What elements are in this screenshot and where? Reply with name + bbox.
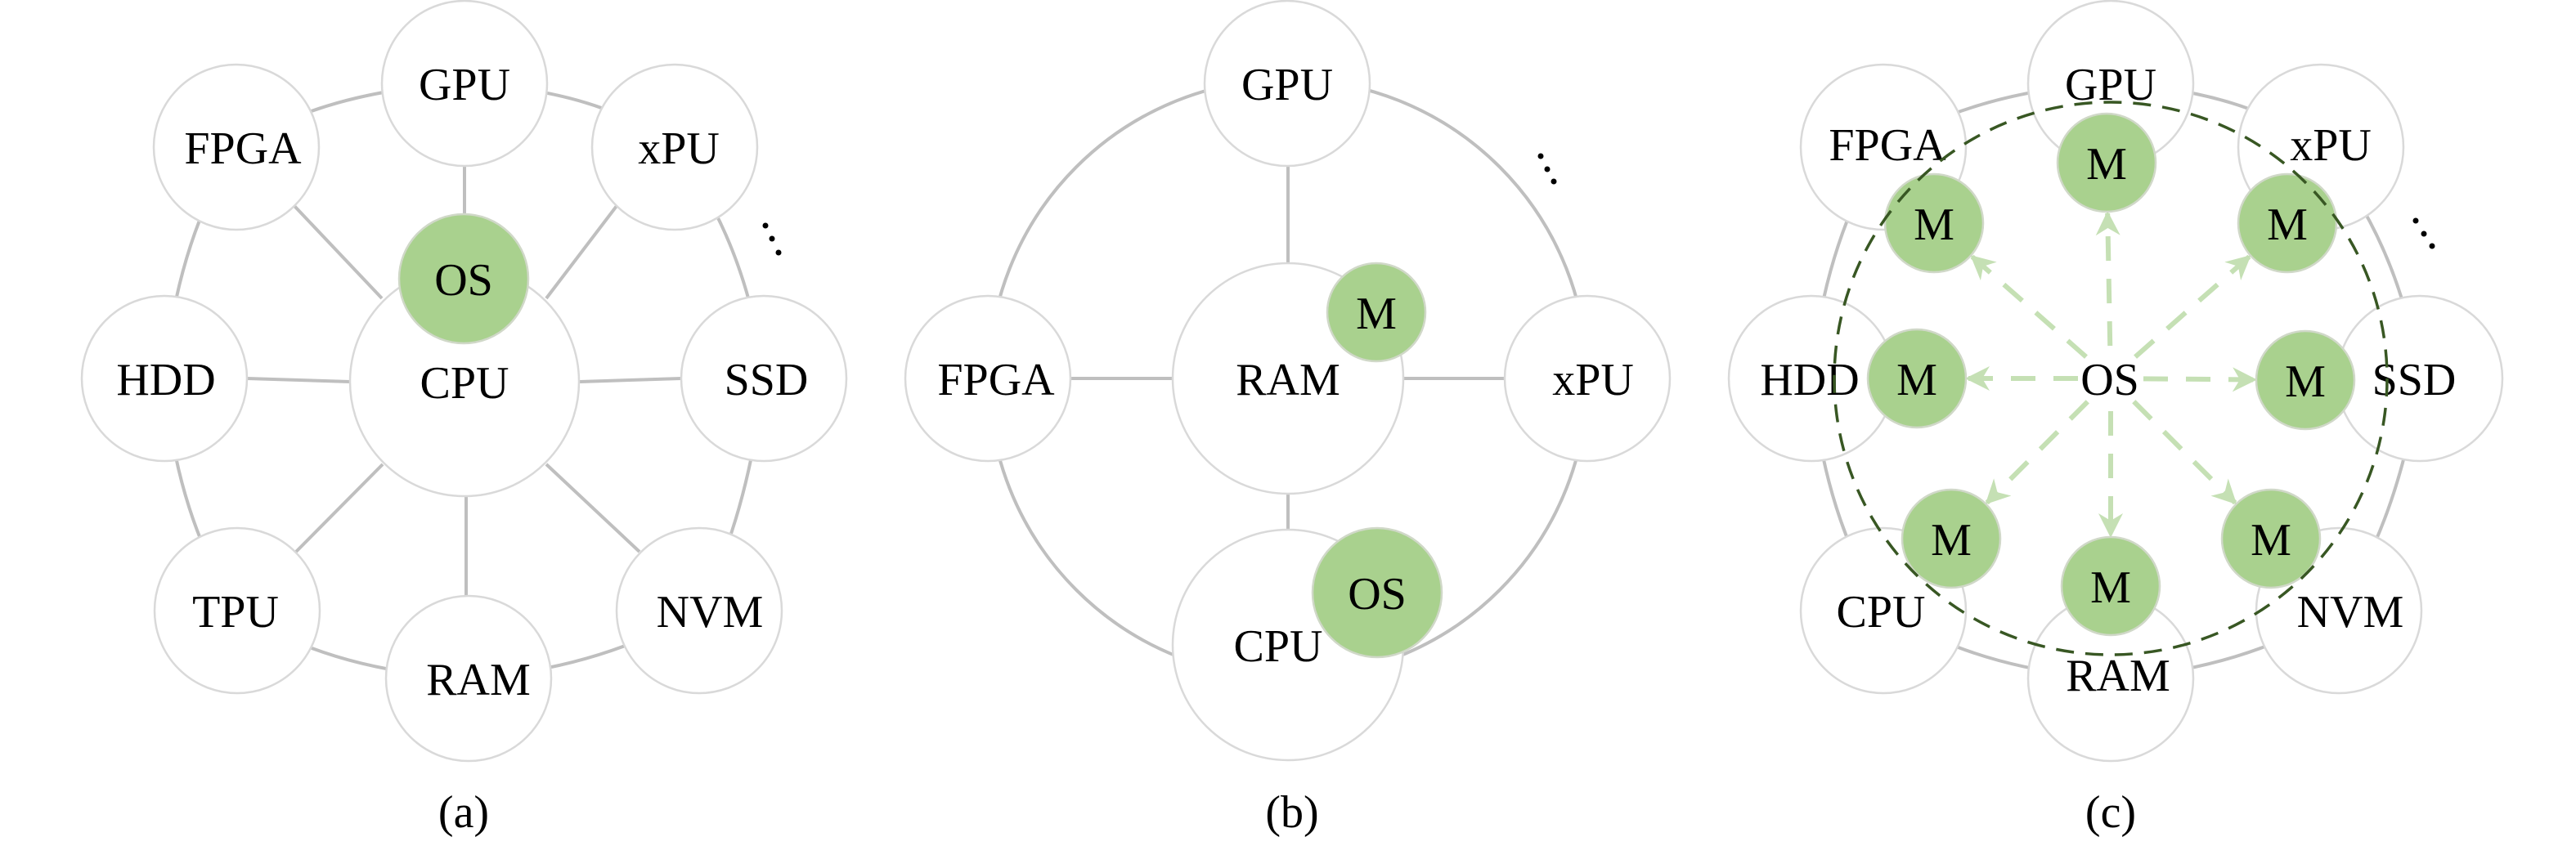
caption-b: (b): [1265, 787, 1318, 838]
modules: M M M M M M M M: [1866, 112, 2356, 637]
node-label: CPU: [1837, 587, 1926, 638]
module-circle: [2220, 488, 2322, 589]
link-cpu-hdd: [246, 377, 351, 383]
node-xpu[interactable]: xPU: [1503, 294, 1672, 463]
module-label: M: [2090, 562, 2131, 613]
node-ram[interactable]: RAM: [2026, 594, 2195, 763]
os-circle: [1311, 526, 1443, 659]
node-label: HDD: [1760, 355, 1859, 405]
module-circle: [2237, 172, 2338, 274]
node-label: GPU: [1241, 60, 1333, 110]
os-arrow: [1985, 400, 2089, 505]
module-circle: [1326, 262, 1427, 363]
node-ssd[interactable]: SSD: [2336, 294, 2504, 463]
node-gpu[interactable]: GPU: [1203, 0, 1371, 168]
link-cpu-ssd: [579, 377, 682, 383]
node-label: xPU: [1552, 355, 1634, 405]
link-cpu-nvm: [545, 463, 641, 553]
node-label: FPGA: [184, 123, 302, 174]
module-label: M: [1356, 289, 1397, 339]
node-label: NVM: [2297, 587, 2404, 638]
os-label: OS: [1348, 569, 1407, 620]
node-label: FPGA: [1829, 120, 1946, 171]
module-circle: [1866, 328, 1968, 429]
node-nvm[interactable]: NVM: [615, 526, 783, 695]
os-arrow: [1970, 254, 2088, 359]
ellipsis-icon: [2412, 217, 2435, 249]
os-arrow: [2095, 210, 2120, 347]
module-label: M: [1914, 199, 1954, 250]
module-m[interactable]: M: [2255, 329, 2356, 431]
module-label: M: [1931, 515, 1972, 566]
os-label: OS: [434, 255, 493, 306]
node-label: GPU: [419, 60, 510, 110]
os-module[interactable]: OS: [1311, 526, 1443, 659]
node-fpga[interactable]: FPGA: [152, 63, 321, 231]
node-hdd[interactable]: HDD: [80, 294, 249, 463]
module-label: M: [1896, 355, 1937, 405]
node-label: FPGA: [937, 355, 1055, 405]
module-label: M: [2251, 515, 2291, 566]
node-label: RAM: [1236, 355, 1340, 405]
panel-b: GPU xPU FPGA RAM M CPU OS (b): [904, 0, 1672, 838]
module-m[interactable]: M: [1866, 328, 1968, 429]
node-label: xPU: [2290, 120, 2372, 171]
os-boundary: [1833, 101, 2389, 656]
ellipsis-icon: [762, 222, 782, 256]
node-label: CPU: [420, 358, 509, 409]
node-label: RAM: [426, 655, 531, 705]
module-m[interactable]: M: [1901, 488, 2002, 589]
node-ram[interactable]: RAM: [384, 594, 553, 763]
module-m[interactable]: M: [1326, 262, 1427, 363]
node-ssd[interactable]: SSD: [680, 294, 848, 463]
node-label: SSD: [2372, 355, 2457, 405]
node-tpu[interactable]: TPU: [153, 526, 321, 695]
module-label: M: [2267, 199, 2308, 250]
link-cpu-tpu: [294, 463, 384, 553]
module-circle: [2060, 535, 2161, 637]
node-label: HDD: [116, 355, 215, 405]
os-arrow: [2132, 400, 2237, 505]
caption-a: (a): [438, 787, 489, 838]
link-cpu-fpga: [293, 204, 384, 300]
os-circle: [397, 213, 530, 345]
node-xpu[interactable]: xPU: [590, 63, 759, 231]
node-label: SSD: [725, 355, 809, 405]
module-label: M: [2086, 139, 2127, 190]
module-m[interactable]: M: [2056, 112, 2157, 213]
caption-c: (c): [2085, 787, 2136, 838]
os-arrow: [2134, 254, 2251, 359]
module-m[interactable]: M: [2237, 172, 2338, 274]
module-circle: [2255, 329, 2356, 431]
node-label: CPU: [1234, 621, 1323, 672]
node-label: RAM: [2066, 651, 2170, 701]
node-fpga[interactable]: FPGA: [904, 294, 1072, 463]
module-m[interactable]: M: [1883, 172, 1985, 274]
module-circle: [2056, 112, 2157, 213]
node-label: TPU: [192, 587, 279, 638]
module-m[interactable]: M: [2060, 535, 2161, 637]
node-gpu[interactable]: GPU: [2026, 0, 2195, 168]
module-m[interactable]: M: [2220, 488, 2322, 589]
node-cpu-center[interactable]: CPU: [348, 266, 581, 498]
node-label: NVM: [657, 587, 764, 638]
panel-a: GPU xPU SSD NVM RAM TPU HDD FPGA CPU OS …: [80, 0, 848, 838]
node-label: xPU: [638, 123, 720, 174]
module-label: M: [2285, 356, 2326, 407]
module-circle: [1883, 172, 1985, 274]
os-arrow: [2143, 367, 2258, 392]
module-circle: [1901, 488, 2002, 589]
panel-c: GPU xPU SSD NVM RAM CPU HDD FPGA MMMMMMM…: [1727, 0, 2504, 838]
node-gpu[interactable]: GPU: [380, 0, 549, 168]
link-cpu-xpu: [545, 204, 618, 300]
os-module[interactable]: OS: [397, 213, 530, 345]
ellipsis-icon: [1537, 153, 1557, 185]
os-arrows: [1965, 210, 2258, 538]
os-label: OS: [2080, 355, 2139, 405]
